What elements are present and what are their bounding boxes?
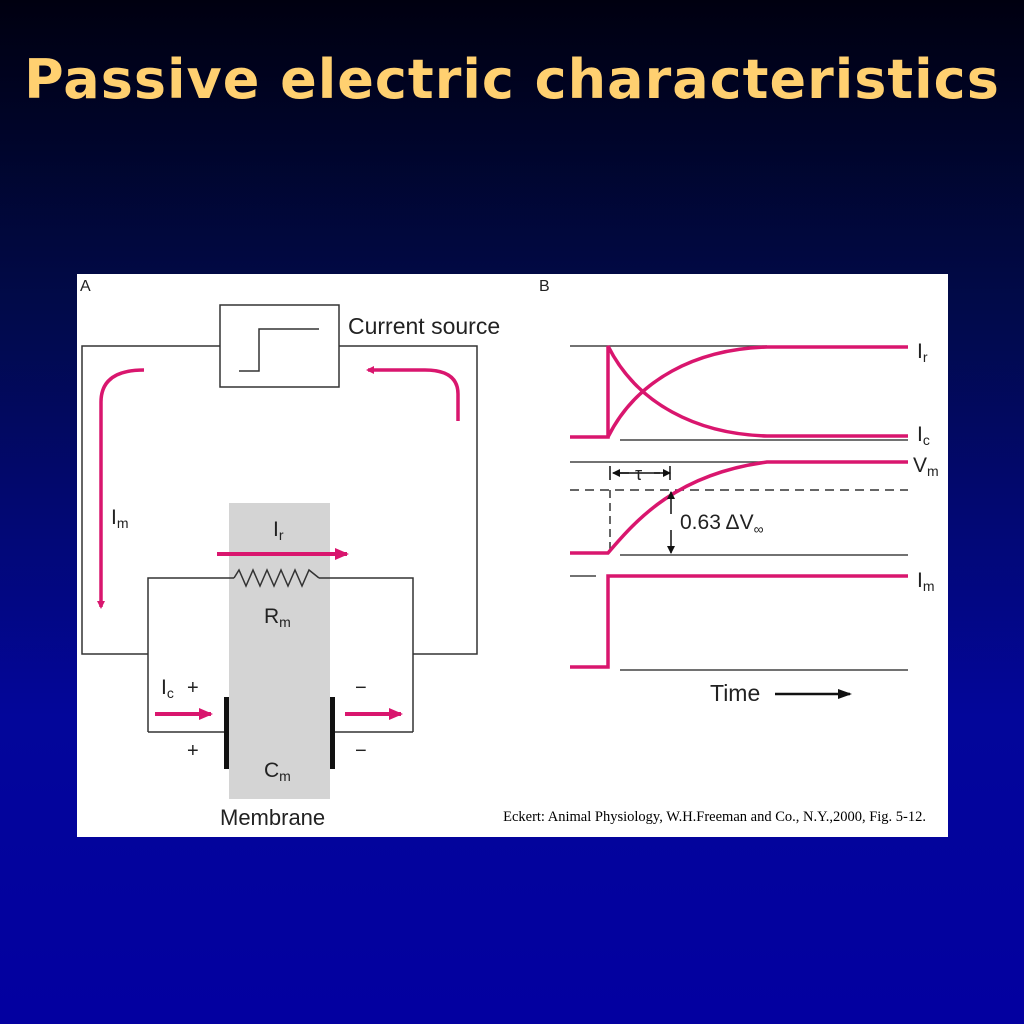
vm-trace [570, 460, 908, 555]
vm-trace-label: Vm [913, 454, 939, 479]
plus-sign-bottom: + [187, 740, 199, 762]
plus-sign-top: + [187, 677, 199, 699]
ir-trace [606, 345, 908, 438]
figure-panel: A Current source Im Ir Rm Ic [77, 274, 948, 837]
im-trace-group [570, 574, 908, 671]
panel-a: A Current source Im Ir Rm Ic [80, 278, 500, 830]
panel-b: B τ 0.63 ΔV∞ [539, 278, 939, 706]
panel-a-label: A [80, 278, 91, 295]
capacitor-plate-right [330, 697, 335, 769]
capacitor-plate-left [224, 697, 229, 769]
membrane-label: Membrane [220, 805, 325, 830]
minus-sign-top: − [355, 677, 367, 699]
cm-label: Cm [264, 759, 291, 784]
ir-trace-label: Ir [917, 340, 928, 365]
ic-trace [570, 345, 908, 439]
im-arrow [97, 368, 145, 609]
citation-text: Eckert: Animal Physiology, W.H.Freeman a… [503, 809, 926, 825]
ir-ic-traces [570, 345, 908, 441]
step-symbol [239, 328, 319, 372]
ic-trace-label: Ic [917, 423, 930, 448]
im-trace [570, 574, 908, 669]
outer-circuit-wire [81, 345, 478, 733]
ic-label: Ic [161, 676, 174, 701]
circuit-figure: A Current source Im Ir Rm Ic [80, 278, 939, 830]
vm-trace-group: τ 0.63 ΔV∞ [570, 460, 908, 556]
time-label: Time [710, 680, 760, 706]
im-label: Im [111, 506, 129, 531]
current-source-label: Current source [348, 313, 500, 339]
tau-label: τ [635, 464, 642, 484]
membrane-region [229, 503, 330, 799]
panel-b-label: B [539, 278, 550, 295]
ir-label: Ir [273, 518, 284, 543]
return-current-arrow [366, 366, 460, 421]
rm-label: Rm [264, 605, 291, 630]
slide-title: Passive electric characteristics [24, 48, 1000, 111]
im-trace-label: Im [917, 569, 935, 594]
current-source-box [219, 304, 340, 388]
minus-sign-bottom: − [355, 740, 367, 762]
delta-v-label: 0.63 ΔV∞ [680, 511, 764, 537]
resistor-rm [233, 568, 320, 588]
